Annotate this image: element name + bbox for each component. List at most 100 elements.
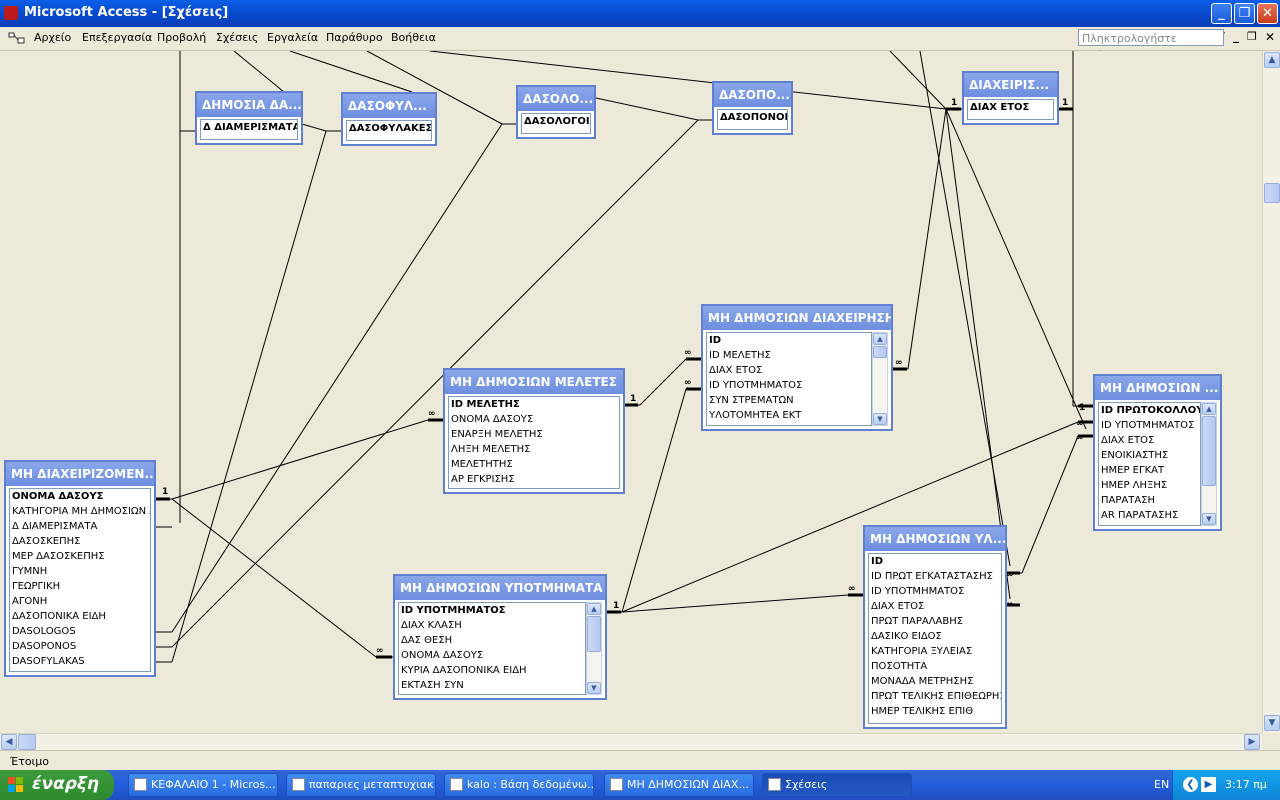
- table-ypotmimata[interactable]: ΜΗ ΔΗΜΟΣΙΩΝ ΥΠΟΤΜΗΜΑΤΑ ID ΥΠΟΤΜΗΜΑΤΟΣ ΔΙ…: [393, 574, 607, 700]
- field-item[interactable]: DASOPONOS: [12, 641, 77, 652]
- table-dasofyla[interactable]: ΔΑΣΟΦΥΛ... ΔΑΣΟΦΥΛΑΚΕΣ: [341, 92, 437, 146]
- relationships-canvas[interactable]: 1 ∞ ∞ 1 ∞ ∞ 1 ∞ ∞ 1 1 1 ∞ ∞ ∞ ∞ ΔΗΜΟΣΙΑ …: [0, 51, 1262, 733]
- field-item[interactable]: ΑR ΠΑΡΑΤΑΣΗΣ: [1101, 510, 1179, 521]
- field-item[interactable]: ΔΑΣΟΛΟΓΟΙ: [524, 116, 590, 127]
- scroll-thumb[interactable]: [587, 616, 601, 652]
- field-item[interactable]: ΠΟΣΟΤΗΤΑ: [871, 661, 928, 672]
- field-item[interactable]: ΗΜΕΡ ΛΗΞΗΣ: [1101, 480, 1168, 491]
- field-item[interactable]: ΚΥΡΙΑ ΔΑΣΟΠΟΝΙΚΑ ΕΙΔΗ: [401, 665, 527, 676]
- scroll-right-icon[interactable]: ▶: [1244, 734, 1260, 750]
- field-item[interactable]: ΜΕΡ ΔΑΣΟΣΚΕΠΗΣ: [12, 551, 105, 562]
- start-button[interactable]: έναρξη: [0, 770, 114, 800]
- scroll-down-icon[interactable]: ▼: [1202, 513, 1216, 525]
- scroll-up-icon[interactable]: ▲: [587, 603, 601, 615]
- scroll-left-icon[interactable]: ◀: [1, 734, 17, 750]
- field-item[interactable]: ΔΙΑΧ ΚΛΑΣΗ: [401, 620, 462, 631]
- scroll-thumb[interactable]: [873, 346, 887, 358]
- field-item[interactable]: ID ΠΡΩΤ ΕΓΚΑΤΑΣΤΑΣΗΣ: [871, 571, 993, 582]
- field-item[interactable]: Δ ΔΙΑΜΕΡΙΣΜΑΤΑ: [203, 122, 297, 133]
- field-item[interactable]: ΠΡΩΤ ΠΑΡΑΛΑΒΗΣ: [871, 616, 964, 627]
- field-item[interactable]: ΑΡ ΕΓΚΡΙΣΗΣ: [451, 474, 515, 485]
- vertical-scrollbar[interactable]: ▲ ▼: [1262, 51, 1280, 733]
- table-title[interactable]: ΜΗ ΔΗΜΟΣΙΩΝ ΥΛ...: [865, 527, 1005, 551]
- field-item[interactable]: ΚΑΤΗΓΟΡΙΑ ΞΥΛΕΙΑΣ: [871, 646, 973, 657]
- field-item[interactable]: DASOFYLAKAS: [12, 656, 85, 667]
- field-item[interactable]: ΟΝΟΜΑ ΔΑΣΟΥΣ: [12, 491, 104, 502]
- field-item[interactable]: ΕΚΤΑΣΗ ΣΥΝ: [401, 680, 464, 691]
- clock[interactable]: 3:17 πμ: [1225, 778, 1267, 791]
- language-indicator[interactable]: EN: [1154, 778, 1170, 791]
- field-item[interactable]: ID ΥΠΟΤΜΗΜΑΤΟΣ: [1101, 420, 1195, 431]
- taskbar-item-word-papareis[interactable]: παπαριες μεταπτυχιακ...: [286, 773, 436, 797]
- field-item[interactable]: ΗΜΕΡ ΕΓΚΑΤ: [1101, 465, 1165, 476]
- taskbar-item-relationships[interactable]: Σχέσεις: [762, 773, 912, 797]
- field-item[interactable]: ΥΛΟΤΟΜΗΤΕΑ ΕΚΤ: [709, 410, 802, 421]
- field-item[interactable]: ΓΕΩΡΓΙΚΗ: [12, 581, 61, 592]
- menu-relationships[interactable]: Σχέσεις: [216, 31, 259, 44]
- menu-window[interactable]: Παράθυρο: [326, 31, 383, 44]
- table-yla[interactable]: ΜΗ ΔΗΜΟΣΙΩΝ ΥΛ... ID ID ΠΡΩΤ ΕΓΚΑΤΑΣΤΑΣΗ…: [863, 525, 1007, 729]
- field-item[interactable]: ΔΙΑΧ ΕΤΟΣ: [871, 601, 925, 612]
- minimize-button[interactable]: _: [1211, 3, 1232, 24]
- field-item[interactable]: ΕΝΟΙΚΙΑΣΤΗΣ: [1101, 450, 1169, 461]
- menu-view[interactable]: Προβολή: [157, 31, 207, 44]
- field-item[interactable]: ΔΑΣ ΘΕΣΗ: [401, 635, 453, 646]
- field-item[interactable]: ΔΙΑΧ ΕΤΟΣ: [1101, 435, 1155, 446]
- scroll-up-icon[interactable]: ▲: [873, 333, 887, 345]
- table-title[interactable]: ΔΑΣΟΦΥΛ...: [343, 94, 435, 118]
- taskbar-item-word-kefalaio[interactable]: ΚΕΦΑΛΑΙΟ 1 - Micros...: [128, 773, 278, 797]
- taskbar-item-access-db[interactable]: kalo : Βάση δεδομένω...: [444, 773, 594, 797]
- doc-close-button[interactable]: ✕: [1265, 30, 1276, 44]
- field-item[interactable]: Δ ΔΙΑΜΕΡΙΣΜΑΤΑ: [12, 521, 98, 532]
- field-item[interactable]: ΕΝΑΡΞΗ ΜΕΛΕΤΗΣ: [451, 429, 543, 440]
- field-item[interactable]: ΔΑΣΙΚΟ ΕΙΔΟΣ: [871, 631, 942, 642]
- field-item[interactable]: ΔΑΣΟΠΟΝΙΚΑ ΕΙΔΗ: [12, 611, 106, 622]
- table-title[interactable]: ΔΑΣΟΠΟ...: [714, 83, 791, 107]
- field-item[interactable]: ΜΟΝΑΔΑ ΜΕΤΡΗΣΗΣ: [871, 676, 974, 687]
- field-item[interactable]: ΔΙΑΧ ΕΤΟΣ: [709, 365, 763, 376]
- table-protokolla[interactable]: ΜΗ ΔΗΜΟΣΙΩΝ ... ID ΠΡΩΤΟΚΟΛΛΟΥ ID ΥΠΟΤΜΗ…: [1093, 374, 1222, 531]
- field-item[interactable]: ID ΜΕΛΕΤΗΣ: [451, 399, 520, 410]
- field-item[interactable]: DASOLOGOS: [12, 626, 76, 637]
- scroll-up-icon[interactable]: ▲: [1202, 403, 1216, 415]
- table-title[interactable]: ΔΗΜΟΣΙΑ ΔΑ...: [197, 93, 301, 117]
- table-title[interactable]: ΜΗ ΔΙΑΧΕΙΡΙΖΟΜΕΝ...: [6, 462, 154, 486]
- field-item[interactable]: ID ΥΠΟΤΜΗΜΑΤΟΣ: [709, 380, 803, 391]
- scroll-down-icon[interactable]: ▼: [1264, 715, 1280, 731]
- field-item[interactable]: ΑΓΟΝΗ: [12, 596, 48, 607]
- field-scrollbar[interactable]: ▲ ▼: [872, 332, 888, 426]
- table-diaxeirisi[interactable]: ΜΗ ΔΗΜΟΣΙΩΝ ΔΙΑΧΕΙΡΗΣΗ ID ID ΜΕΛΕΤΗΣ ΔΙΑ…: [701, 304, 893, 431]
- field-item[interactable]: ΔΑΣΟΣΚΕΠΗΣ: [12, 536, 81, 547]
- scroll-up-icon[interactable]: ▲: [1264, 52, 1280, 68]
- table-title[interactable]: ΔΑΣΟΛΟ...: [518, 87, 594, 111]
- table-title[interactable]: ΜΗ ΔΗΜΟΣΙΩΝ ΥΠΟΤΜΗΜΑΤΑ: [395, 576, 605, 600]
- field-item[interactable]: ΠΡΩΤ ΤΕΛΙΚΗΣ ΕΠΙΘΕΩΡΗΣ: [871, 691, 1001, 702]
- field-item[interactable]: ΟΝΟΜΑ ΔΑΣΟΥΣ: [401, 650, 484, 661]
- table-meletes[interactable]: ΜΗ ΔΗΜΟΣΙΩΝ ΜΕΛΕΤΕΣ ID ΜΕΛΕΤΗΣ ΟΝΟΜΑ ΔΑΣ…: [443, 368, 625, 494]
- table-mh-diaxeirizomena[interactable]: ΜΗ ΔΙΑΧΕΙΡΙΖΟΜΕΝ... ΟΝΟΜΑ ΔΑΣΟΥΣ ΚΑΤΗΓΟΡ…: [4, 460, 156, 677]
- field-item[interactable]: ΚΑΤΗΓΟΡΙΑ ΜΗ ΔΗΜΟΣΙΩΝ ΔΑ: [12, 506, 150, 517]
- scroll-down-icon[interactable]: ▼: [873, 413, 887, 425]
- field-item[interactable]: ID ΥΠΟΤΜΗΜΑΤΟΣ: [401, 605, 506, 616]
- close-button[interactable]: ✕: [1257, 3, 1278, 24]
- field-item[interactable]: ID: [871, 556, 884, 567]
- field-item[interactable]: ID ΥΠΟΤΜΗΜΑΤΟΣ: [871, 586, 965, 597]
- field-item[interactable]: ΣΥΝ ΣΤΡΕΜΑΤΩΝ: [709, 395, 794, 406]
- help-question-input[interactable]: Πληκτρολογήστε ερώτηση: [1078, 29, 1224, 62]
- field-item[interactable]: ΓΥΜΝΗ: [12, 566, 48, 577]
- doc-minimize-button[interactable]: _: [1233, 29, 1239, 43]
- field-item[interactable]: ΟΝΟΜΑ ΔΑΣΟΥΣ: [451, 414, 534, 425]
- taskbar-item-table[interactable]: ΜΗ ΔΗΜΟΣΙΩΝ ΔΙΑΧ...: [604, 773, 754, 797]
- menu-file[interactable]: Αρχείο: [34, 31, 72, 44]
- table-dasolo[interactable]: ΔΑΣΟΛΟ... ΔΑΣΟΛΟΓΟΙ: [516, 85, 596, 139]
- menu-tools[interactable]: Εργαλεία: [267, 31, 319, 44]
- tray-back-icon[interactable]: ❮: [1183, 777, 1198, 792]
- field-item[interactable]: ΔΑΣΟΠΟΝΟΙ: [720, 112, 787, 123]
- field-item[interactable]: ID ΜΕΛΕΤΗΣ: [709, 350, 771, 361]
- field-scrollbar[interactable]: ▲ ▼: [586, 602, 602, 695]
- field-item[interactable]: ID: [709, 335, 722, 346]
- horizontal-scroll-thumb[interactable]: [18, 734, 36, 750]
- horizontal-scrollbar[interactable]: ◀ ▶: [0, 733, 1262, 751]
- table-dimosia-da[interactable]: ΔΗΜΟΣΙΑ ΔΑ... Δ ΔΙΑΜΕΡΙΣΜΑΤΑ: [195, 91, 303, 145]
- scroll-thumb[interactable]: [1202, 416, 1216, 486]
